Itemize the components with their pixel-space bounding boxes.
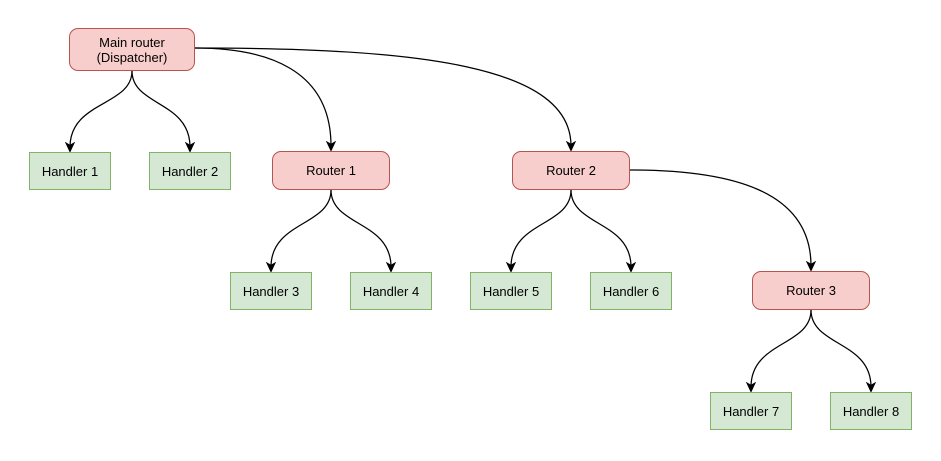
edge-r2-h5: [511, 189, 572, 267]
node-handler-3[interactable]: Handler 3: [230, 272, 312, 310]
node-label-router-3: Router 3: [786, 283, 836, 298]
edge-main-r1: [194, 47, 331, 146]
node-label-handler-2: Handler 2: [161, 163, 219, 179]
edge-r1-h4: [330, 189, 391, 267]
node-label-handler-1: Handler 1: [41, 163, 99, 179]
edge-main-h2: [131, 70, 190, 147]
edge-main-r2: [194, 47, 571, 146]
node-handler-8[interactable]: Handler 8: [830, 392, 912, 430]
edge-r1-h3: [271, 189, 332, 267]
node-router-3[interactable]: Router 3: [752, 271, 870, 310]
node-label-router-2: Router 2: [546, 163, 596, 178]
node-handler-1[interactable]: Handler 1: [29, 152, 111, 190]
edge-r3-h7: [751, 309, 812, 387]
node-handler-2[interactable]: Handler 2: [149, 152, 231, 190]
node-label-handler-5: Handler 5: [482, 283, 540, 299]
node-label-handler-4: Handler 4: [362, 283, 420, 299]
node-label-router-1: Router 1: [306, 163, 356, 178]
node-handler-4[interactable]: Handler 4: [350, 272, 432, 310]
edge-r3-h8: [810, 309, 871, 387]
node-router-2[interactable]: Router 2: [512, 151, 630, 190]
edge-r2-r3: [629, 169, 811, 266]
node-label-handler-8: Handler 8: [842, 403, 900, 419]
edges-group: [70, 47, 871, 387]
node-label-handler-3: Handler 3: [242, 283, 300, 299]
node-handler-7[interactable]: Handler 7: [710, 392, 792, 430]
node-router-1[interactable]: Router 1: [272, 151, 390, 190]
node-label-handler-7: Handler 7: [722, 403, 780, 419]
edge-main-h1: [70, 70, 133, 147]
node-main-router[interactable]: Main router (Dispatcher): [69, 28, 195, 71]
node-handler-5[interactable]: Handler 5: [470, 272, 552, 310]
node-label-handler-6: Handler 6: [602, 283, 660, 299]
node-label-main-router: Main router (Dispatcher): [96, 34, 168, 65]
node-handler-6[interactable]: Handler 6: [590, 272, 672, 310]
edge-r2-h6: [570, 189, 631, 267]
